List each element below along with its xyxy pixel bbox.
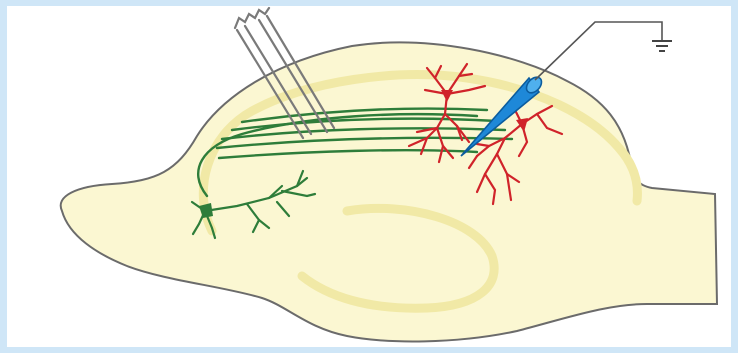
brain-slice (61, 42, 717, 341)
hippocampal-slice-diagram (7, 6, 731, 347)
ground-wire (535, 22, 662, 80)
ground-symbol-icon (652, 41, 672, 51)
diagram-frame (7, 6, 731, 347)
